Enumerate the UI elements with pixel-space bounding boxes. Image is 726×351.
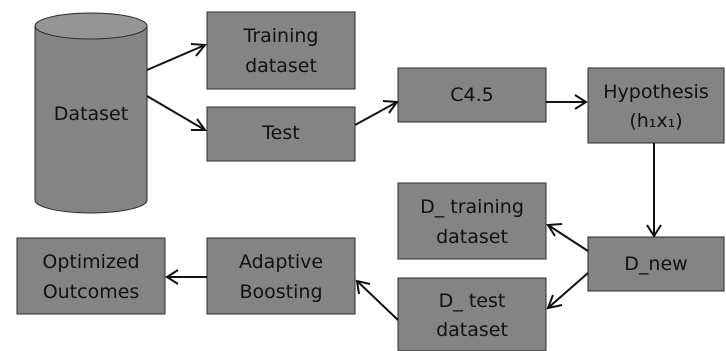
- arrow-test-to-c45: [354, 100, 399, 126]
- d-test-dataset-line2: dataset: [436, 319, 508, 341]
- dataset-cylinder: Dataset: [34, 12, 148, 214]
- adaptive-boosting-box: Adaptive Boosting: [206, 237, 356, 315]
- arrow-adaptive-to-optimized: [165, 269, 207, 285]
- d-new-box: D_new: [587, 236, 725, 292]
- dataset-label: Dataset: [54, 103, 128, 125]
- optimized-outcomes-box: Optimized Outcomes: [16, 237, 166, 315]
- d-training-dataset-line1: D_ training: [420, 196, 524, 218]
- d-test-dataset-line1: D_ test: [439, 290, 506, 312]
- adaptive-boosting-line2: Boosting: [239, 281, 322, 303]
- training-dataset-line1: Training: [243, 25, 319, 47]
- arrow-hypothesis-to-dnew: [646, 143, 662, 238]
- d-new-label: D_new: [624, 253, 687, 275]
- optimized-outcomes-line1: Optimized: [42, 251, 139, 273]
- hypothesis-box: Hypothesis (h₁x₁): [587, 67, 725, 144]
- test-box: Test: [206, 106, 356, 162]
- hypothesis-line2: (h₁x₁): [629, 110, 682, 132]
- c45-label: C4.5: [450, 84, 493, 106]
- arrow-dnew-to-dtest: [546, 272, 589, 310]
- c45-box: C4.5: [397, 67, 547, 123]
- arrow-dnew-to-dtraining: [546, 223, 589, 252]
- d-training-dataset-line2: dataset: [436, 226, 508, 248]
- arrow-dataset-to-test: [146, 95, 207, 131]
- hypothesis-line1: Hypothesis: [603, 81, 708, 103]
- arrow-dataset-to-training: [146, 43, 207, 71]
- training-dataset-box: Training dataset: [206, 11, 356, 90]
- d-test-dataset-box: D_ test dataset: [397, 277, 547, 351]
- adaptive-boosting-line1: Adaptive: [239, 251, 323, 273]
- test-label: Test: [261, 122, 299, 144]
- optimized-outcomes-line2: Outcomes: [43, 281, 140, 303]
- arrow-dtest-to-adaptive: [355, 279, 399, 321]
- training-dataset-line2: dataset: [245, 55, 317, 77]
- arrow-c45-to-hypothesis: [546, 94, 588, 110]
- d-training-dataset-box: D_ training dataset: [397, 182, 547, 260]
